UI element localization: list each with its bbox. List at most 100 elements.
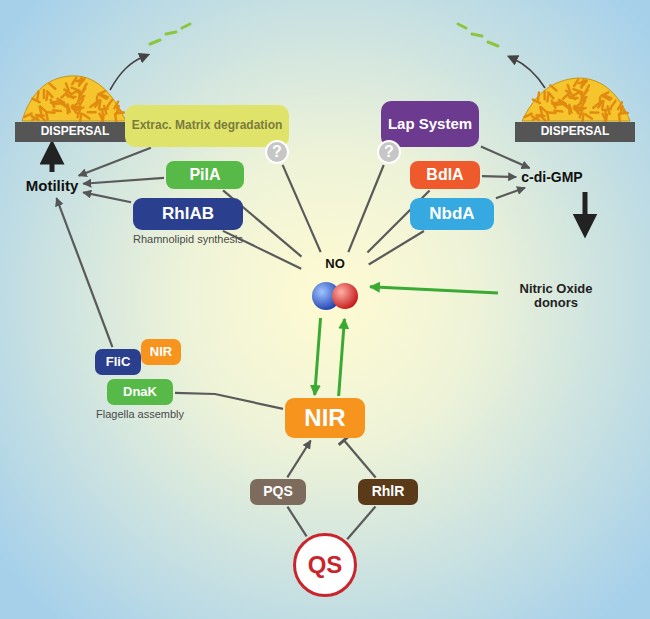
protein-box-shape: FliC	[95, 349, 141, 375]
dispersal-bar-shape: DISPERSAL	[15, 122, 135, 142]
no-molecule: NO	[303, 254, 367, 316]
process-box: PilA	[166, 161, 244, 189]
connector	[83, 178, 164, 184]
connector	[315, 318, 321, 395]
node-label: DISPERSAL	[541, 125, 610, 138]
decrease-arrow	[583, 192, 588, 226]
node-label: Nitric Oxide donors	[502, 282, 610, 311]
protein-box: FliC	[95, 349, 141, 375]
cell-rod	[550, 85, 556, 90]
cell-rod	[79, 99, 83, 106]
cell-rod	[543, 91, 545, 99]
outcome-label-shape: c-di-GMP	[519, 169, 584, 186]
cell-rod	[593, 103, 599, 108]
protein-box-shape: DnaK	[107, 379, 173, 405]
cell-rod	[114, 102, 118, 109]
node-label: NbdA	[429, 205, 474, 224]
process-box: RhlABRhamnolipid synthesis	[133, 198, 243, 230]
cell-rod	[569, 105, 571, 113]
connector	[79, 148, 151, 176]
dispersal-arrow	[512, 58, 545, 88]
connector	[369, 231, 424, 265]
cell-rod	[547, 93, 548, 101]
node-label: DnaK	[123, 385, 157, 399]
dispersal-arrow	[110, 56, 145, 90]
cell-rod	[590, 111, 598, 113]
process-box: Extrac. Matrix degradation	[125, 105, 290, 147]
donor-label: Nitric Oxide donors	[500, 281, 612, 312]
cell-rod	[49, 84, 55, 89]
cell-rod	[618, 102, 622, 109]
cell-rod	[100, 109, 108, 110]
cell-rod	[570, 96, 578, 99]
outcome-label: Motility	[24, 177, 81, 196]
donor-label-shape: Nitric Oxide donors	[500, 281, 612, 312]
regulator-box: PQS	[250, 479, 306, 505]
cell-rod	[83, 114, 90, 118]
cell-rod	[98, 91, 105, 94]
cell-rod	[540, 107, 542, 115]
cell-rod	[90, 102, 96, 107]
connector	[287, 441, 310, 478]
cell-rod	[79, 79, 84, 85]
cell-rod	[32, 116, 39, 120]
cell-rod	[568, 85, 571, 93]
cell-rod	[601, 92, 608, 95]
process-box-shape: BdlA	[410, 161, 480, 189]
cell-rod	[563, 93, 569, 98]
cell-rod	[88, 111, 96, 113]
node-label: BdlA	[426, 166, 463, 184]
caption: Rhamnolipid synthesis	[133, 233, 243, 245]
cell-rod	[78, 110, 80, 118]
cell-rod	[582, 81, 587, 87]
qs-circle-shape: QS	[293, 533, 357, 597]
enzyme-box: NIR	[285, 398, 365, 438]
cell-rod	[101, 111, 104, 119]
regulator-box-shape: PQS	[250, 479, 306, 505]
cell-rod	[580, 110, 582, 118]
cell-rod	[583, 90, 588, 96]
node-label: NIR	[150, 345, 172, 359]
qs-circle: QS	[293, 533, 357, 597]
cell-rod	[604, 111, 607, 119]
cell-rod	[548, 92, 553, 98]
connector	[481, 147, 530, 169]
cell-rod	[61, 92, 67, 97]
process-box-shape: NbdA	[410, 198, 494, 230]
node-label: FliC	[106, 355, 131, 369]
node-label: QS	[308, 552, 343, 578]
process-box: Lap System	[381, 101, 479, 147]
connector	[57, 198, 113, 347]
unknown-circle-shape: ?	[265, 140, 289, 164]
enzyme-box-shape: NIR	[285, 398, 365, 438]
cell-rod	[116, 107, 122, 112]
cell-rod	[536, 114, 544, 117]
cell-rod	[67, 104, 69, 112]
node-label: NIR	[304, 405, 345, 431]
cell-rod	[37, 91, 38, 99]
cell-rod	[43, 90, 45, 98]
dispersal-bar: DISPERSAL	[15, 122, 135, 142]
cell-rod	[524, 114, 531, 117]
connector	[83, 192, 131, 202]
cell-rod	[562, 103, 568, 108]
regulator-box: RhlR	[358, 479, 418, 505]
node-label: RhlAB	[162, 205, 214, 224]
cell-rod	[608, 106, 610, 114]
cell-rod	[581, 100, 585, 107]
unknown-circle: ?	[265, 140, 289, 164]
connector	[496, 188, 525, 198]
caption: Flagella assembly	[96, 408, 184, 420]
protein-box-shape: NIR	[141, 339, 181, 365]
cell-rod	[46, 92, 47, 100]
cell-rod	[40, 107, 42, 115]
cell-rod	[604, 95, 611, 98]
cell-rod	[66, 83, 69, 91]
cell-rod	[532, 116, 539, 120]
dispersal-bar-shape: DISPERSAL	[515, 122, 635, 142]
released-cells	[150, 24, 498, 46]
process-box: NbdA	[410, 198, 494, 230]
cell-rod	[115, 114, 116, 122]
node-label: PQS	[263, 484, 293, 499]
